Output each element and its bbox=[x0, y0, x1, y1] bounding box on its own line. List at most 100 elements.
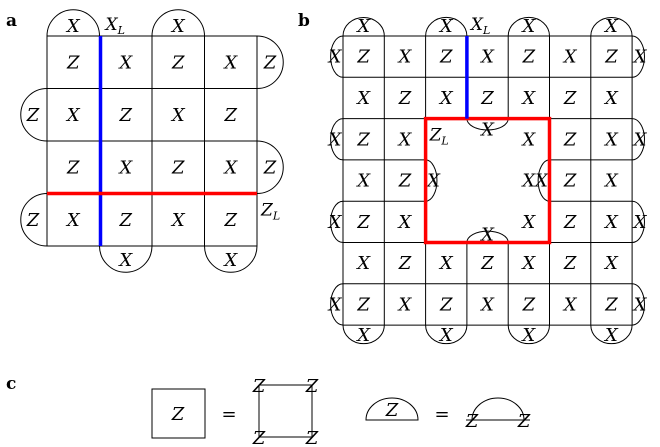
plaquette-label: X bbox=[355, 253, 371, 274]
boundary-cap-bottom bbox=[99, 245, 153, 273]
boundary-cap-label: X bbox=[438, 16, 454, 37]
plaquette-label: Z bbox=[356, 212, 370, 233]
boundary-cap-label: X bbox=[327, 47, 343, 68]
plaquette-label: X bbox=[603, 253, 619, 274]
boundary-cap-label: Z bbox=[263, 52, 277, 73]
boundary-cap-left bbox=[330, 200, 344, 243]
half-plaquette-symbol bbox=[365, 397, 419, 421]
boundary-cap-top bbox=[342, 16, 385, 37]
boundary-cap-label: X bbox=[327, 294, 343, 315]
boundary-cap-right bbox=[256, 35, 284, 89]
boundary-cap-label: X bbox=[632, 294, 648, 315]
plaquette-symbol bbox=[151, 388, 206, 439]
boundary-cap-bottom bbox=[342, 325, 385, 345]
half-corner-op: Z bbox=[465, 411, 479, 432]
boundary-cap-left bbox=[330, 283, 344, 326]
boundary-cap-right bbox=[632, 283, 645, 326]
plaquette-label: X bbox=[603, 212, 619, 233]
half-plaquette-expanded bbox=[471, 397, 525, 421]
plaquette-label: Z bbox=[522, 294, 536, 315]
logical-z-label: ZL bbox=[260, 201, 280, 223]
logical-x-label: XL bbox=[104, 15, 125, 37]
plaquette-label: Z bbox=[398, 171, 412, 192]
plaquette-label: X bbox=[355, 171, 371, 192]
panel-b-label: b bbox=[298, 11, 310, 31]
boundary-cap-label: X bbox=[65, 16, 81, 37]
plaquette-label: X bbox=[520, 88, 536, 109]
plaquette-label: X bbox=[603, 129, 619, 150]
plaquette-label: Z bbox=[480, 253, 494, 274]
plaquette-label: Z bbox=[398, 253, 412, 274]
boundary-cap-left bbox=[330, 35, 344, 78]
boundary-cap-left bbox=[20, 193, 48, 247]
plaquette-label: Z bbox=[223, 210, 237, 231]
plaquette-expanded bbox=[258, 384, 313, 438]
plaquette-label: Z bbox=[563, 212, 577, 233]
plaquette-label: Z bbox=[118, 105, 132, 126]
boundary-cap-label: X bbox=[327, 212, 343, 233]
plaquette-label: X bbox=[479, 47, 495, 68]
plaquette-corner-op: Z bbox=[252, 428, 266, 447]
plaquette-label: Z bbox=[604, 294, 618, 315]
boundary-cap-label: X bbox=[355, 16, 371, 37]
boundary-cap-label: X bbox=[222, 250, 238, 271]
plaquette-label: X bbox=[222, 157, 238, 178]
boundary-cap-right bbox=[632, 118, 645, 161]
boundary-cap-label: Z bbox=[26, 105, 40, 126]
plaquette-label: X bbox=[222, 52, 238, 73]
hole-cap-right bbox=[537, 159, 550, 202]
plaquette-label: X bbox=[562, 47, 578, 68]
boundary-cap-top bbox=[425, 16, 468, 37]
plaquette-corner-op: Z bbox=[305, 376, 319, 397]
boundary-cap-top bbox=[151, 9, 205, 37]
boundary-cap-bottom bbox=[425, 325, 468, 345]
plaquette-label: Z bbox=[480, 88, 494, 109]
plaquette-label: X bbox=[520, 171, 536, 192]
hole-cap-top bbox=[466, 118, 509, 131]
plaquette-label: X bbox=[117, 52, 133, 73]
boundary-cap-label: X bbox=[603, 325, 619, 346]
plaquette-label: X bbox=[65, 210, 81, 231]
hole-cap-bottom bbox=[466, 230, 509, 243]
plaquette-label: Z bbox=[398, 88, 412, 109]
plaquette-label: X bbox=[170, 210, 186, 231]
plaquette-label: X bbox=[65, 105, 81, 126]
equals-sign-2: = bbox=[434, 404, 449, 425]
panel-a-label: a bbox=[6, 11, 17, 31]
plaquette-label: Z bbox=[439, 47, 453, 68]
plaquette-label: X bbox=[117, 157, 133, 178]
boundary-cap-label: X bbox=[355, 325, 371, 346]
plaquette-label: Z bbox=[66, 157, 80, 178]
plaquette-label: Z bbox=[171, 52, 185, 73]
boundary-cap-label: X bbox=[520, 16, 536, 37]
boundary-cap-label: X bbox=[632, 212, 648, 233]
plaquette-label: Z bbox=[563, 253, 577, 274]
plaquette-label: Z bbox=[563, 129, 577, 150]
boundary-cap-label: X bbox=[117, 250, 133, 271]
boundary-cap-top bbox=[590, 16, 633, 37]
logical-z-label: ZL bbox=[429, 126, 449, 148]
plaquette-label: X bbox=[438, 253, 454, 274]
plaquette-label: Z bbox=[356, 47, 370, 68]
plaquette-label: X bbox=[397, 212, 413, 233]
plaquette-corner-op: Z bbox=[305, 428, 319, 447]
half-corner-op: Z bbox=[517, 411, 531, 432]
boundary-cap-bottom bbox=[590, 325, 633, 345]
hole-cap-label: X bbox=[479, 120, 495, 141]
boundary-cap-top bbox=[507, 16, 550, 37]
plaquette-label: Z bbox=[604, 47, 618, 68]
plaquette-label: X bbox=[397, 294, 413, 315]
plaquette-label: X bbox=[562, 294, 578, 315]
plaquette-label: Z bbox=[66, 52, 80, 73]
boundary-cap-label: Z bbox=[26, 210, 40, 231]
boundary-cap-right bbox=[632, 200, 645, 243]
plaquette-label: Z bbox=[522, 47, 536, 68]
plaquette-label: X bbox=[479, 294, 495, 315]
logical-z-loop bbox=[423, 116, 552, 245]
boundary-cap-label: X bbox=[438, 325, 454, 346]
hole-cap-left bbox=[425, 159, 438, 202]
panel-c-label: c bbox=[6, 374, 16, 394]
plaquette-symbol-label: Z bbox=[171, 404, 185, 425]
